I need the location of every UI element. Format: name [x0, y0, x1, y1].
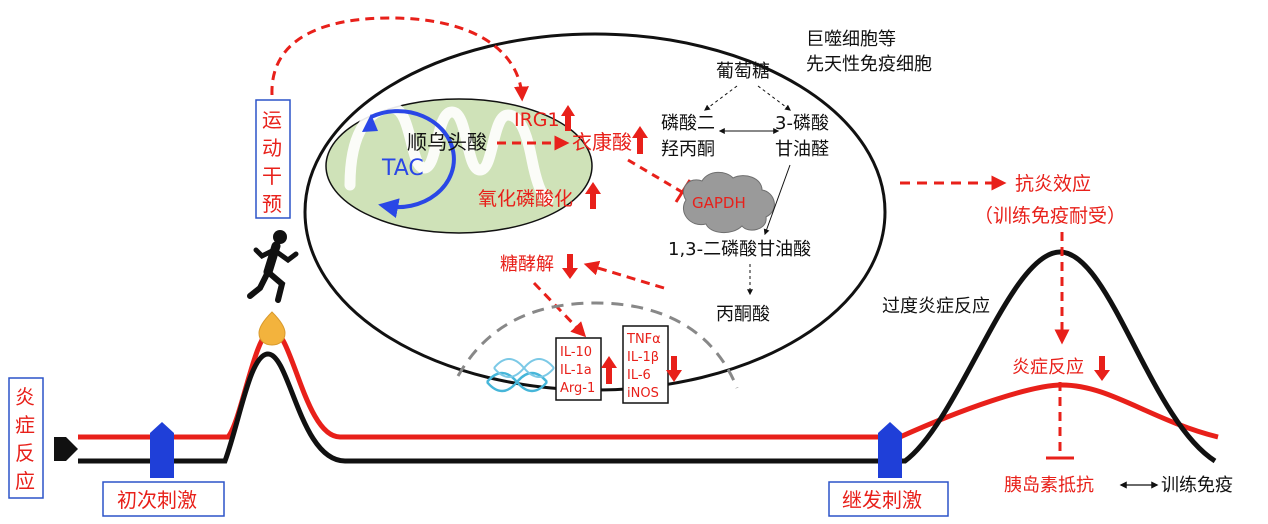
anti-inflammatory-marker-box: [555, 337, 602, 401]
glycolysis-down-arrow-icon: [562, 254, 578, 279]
oxphos-label: 氧化磷酸化: [478, 188, 573, 210]
anti-markers-up-arrow-icon: [601, 356, 617, 384]
itaconate-up-arrow-icon: [632, 126, 648, 154]
g3p-label-2: 甘油醛: [775, 139, 829, 160]
marker-il1a: IL-1a: [560, 363, 592, 378]
black-inflammation-curve: [78, 249, 1217, 464]
secondary-stimulus-marker-icon: [878, 422, 902, 478]
gapdh-label: GAPDH: [692, 194, 746, 212]
dhap-label-1: 磷酸二: [661, 113, 715, 134]
marker-il1b: IL-1β: [627, 350, 659, 365]
exercise-char-2: 动: [262, 136, 282, 160]
marker-inos: iNOS: [627, 386, 659, 401]
itaconate-inhibits-gapdh: [627, 158, 683, 194]
inflammation-response-label: 炎症反应: [1012, 357, 1084, 378]
bpg-label: 1,3-二磷酸甘油酸: [668, 239, 811, 260]
inflammation-axis-char-1: 炎: [15, 385, 35, 409]
tac-cycle-arrow-icon: [362, 114, 378, 132]
glucose-label: 葡萄糖: [716, 61, 770, 82]
dhap-label-2: 羟丙酮: [661, 139, 715, 160]
secondary-stimulus-label: 继发刺激: [842, 488, 922, 512]
glycolysis-to-nucleus-arrow: [532, 281, 587, 338]
tac-label: TAC: [381, 156, 424, 181]
primary-stimulus-box: [102, 481, 225, 517]
inflammation-down-arrow-icon: [1094, 356, 1110, 381]
primary-stimulus-label: 初次刺激: [117, 488, 197, 512]
cis-aconitate-label: 顺乌头酸: [407, 130, 487, 154]
exercise-char-1: 运: [262, 108, 282, 132]
marker-il6: IL-6: [627, 368, 651, 383]
g3p-to-bpg-arrow: [763, 164, 791, 236]
irg1-up-arrow-icon: [561, 105, 575, 131]
gapdh-blob: [682, 171, 775, 233]
exercise-char-4: 预: [262, 192, 282, 216]
pathway-to-glycolysis-arrow: [583, 260, 665, 290]
inflammation-axis-char-3: 反: [15, 441, 35, 465]
start-arrow-icon: [54, 437, 78, 461]
pro-inflammatory-marker-box: [622, 325, 669, 404]
primary-stimulus-marker-icon: [150, 422, 174, 478]
anti-inflammatory-label: 抗炎效应: [1015, 173, 1091, 195]
secondary-stimulus-box: [828, 481, 949, 517]
glucose-to-dhap-arrow: [704, 85, 738, 111]
inflammation-axis-char-4: 应: [15, 469, 35, 493]
svg-text:先天性免疫细胞: 先天性免疫细胞: [806, 54, 932, 75]
runner-icon: [247, 230, 299, 303]
exercise-intervention-box: [255, 99, 291, 219]
mitochondrial-cristae: [344, 102, 554, 206]
dna-helix-icon: [486, 358, 555, 393]
svg-text:巨噬细胞等: 巨噬细胞等: [806, 29, 896, 50]
marker-tnfa: TNFα: [626, 332, 661, 347]
g3p-label-1: 3-磷酸: [775, 113, 829, 134]
glucose-to-g3p-arrow: [757, 85, 791, 111]
exercise-char-3: 干: [262, 164, 282, 188]
sweat-drop-icon: [258, 311, 286, 346]
trained-tolerance-label: （训练免疫耐受）: [974, 205, 1126, 227]
pyruvate-label: 丙酮酸: [716, 304, 770, 325]
pro-markers-down-arrow-icon: [666, 356, 682, 382]
excessive-inflammation-label: 过度炎症反应: [882, 296, 990, 317]
inflammation-axis-char-2: 症: [15, 413, 35, 437]
insulin-resistance-label: 胰岛素抵抗: [1004, 475, 1094, 496]
glycolysis-label: 糖酵解: [500, 254, 554, 275]
itaconate-label: 衣康酸: [572, 130, 632, 154]
trained-immunity-label: 训练免疫: [1161, 475, 1233, 496]
inflammation-axis-box: [8, 377, 44, 499]
oxphos-up-arrow-icon: [585, 182, 601, 209]
marker-il10: IL-10: [560, 345, 592, 360]
marker-arg1: Arg-1: [560, 381, 595, 396]
tac-cycle-icon: [370, 109, 456, 219]
cell-type-label: 巨噬细胞等 先天性免疫细胞: [806, 29, 932, 75]
nucleus-envelope: [456, 301, 739, 389]
irg1-label: IRG1: [514, 109, 560, 131]
exercise-to-irg1-arrow: [270, 16, 529, 102]
